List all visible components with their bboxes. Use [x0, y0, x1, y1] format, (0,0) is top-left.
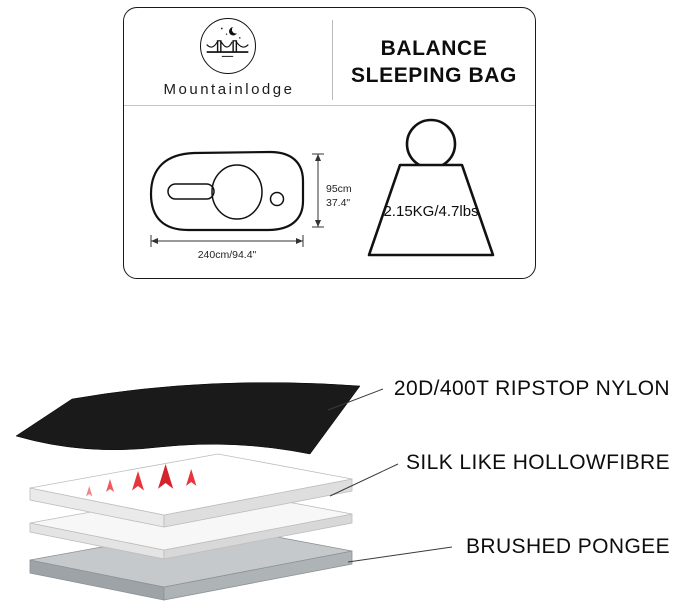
product-title: BALANCE SLEEPING BAG — [338, 35, 530, 89]
length-dimension: 240cm/94.4" — [198, 249, 257, 261]
brand-logo — [200, 18, 256, 74]
layer-ripstop-nylon — [15, 382, 361, 455]
divider-horizontal — [124, 105, 535, 106]
divider-vertical — [332, 20, 333, 100]
product-title-line2: SLEEPING BAG — [351, 64, 517, 87]
spec-card: Mountainlodge BALANCE SLEEPING BAG — [123, 7, 536, 279]
loft-arrows — [86, 464, 197, 497]
material-layers-diagram — [15, 382, 453, 601]
bridge-moon-icon — [206, 26, 249, 57]
layer-label-ripstop-nylon: 20D/400T RIPSTOP NYLON — [393, 377, 670, 400]
layer-hollowfibre — [29, 453, 353, 528]
product-title-line1: BALANCE — [380, 37, 488, 60]
layer-brushed-pongee — [29, 525, 353, 601]
layer-label-brushed-pongee: BRUSHED PONGEE — [466, 535, 670, 558]
sleeping-bag-outline — [149, 150, 305, 232]
height-dimension-cm: 95cm — [326, 183, 352, 195]
weight-icon: 2.15KG/4.7lbs — [367, 118, 495, 257]
size-weight-diagram: 95cm 37.4" 240cm/94.4" 2.15KG/4.7lbs — [149, 118, 495, 261]
layer-label-hollowfibre: SILK LIKE HOLLOWFIBRE — [406, 451, 670, 474]
height-dimension — [312, 153, 324, 228]
callout-lines — [327, 388, 453, 563]
brand-name: Mountainlodge — [163, 81, 295, 98]
weight-label: 2.15KG/4.7lbs — [383, 203, 478, 220]
height-dimension-in: 37.4" — [326, 197, 350, 209]
length-dimension-line — [150, 235, 304, 247]
